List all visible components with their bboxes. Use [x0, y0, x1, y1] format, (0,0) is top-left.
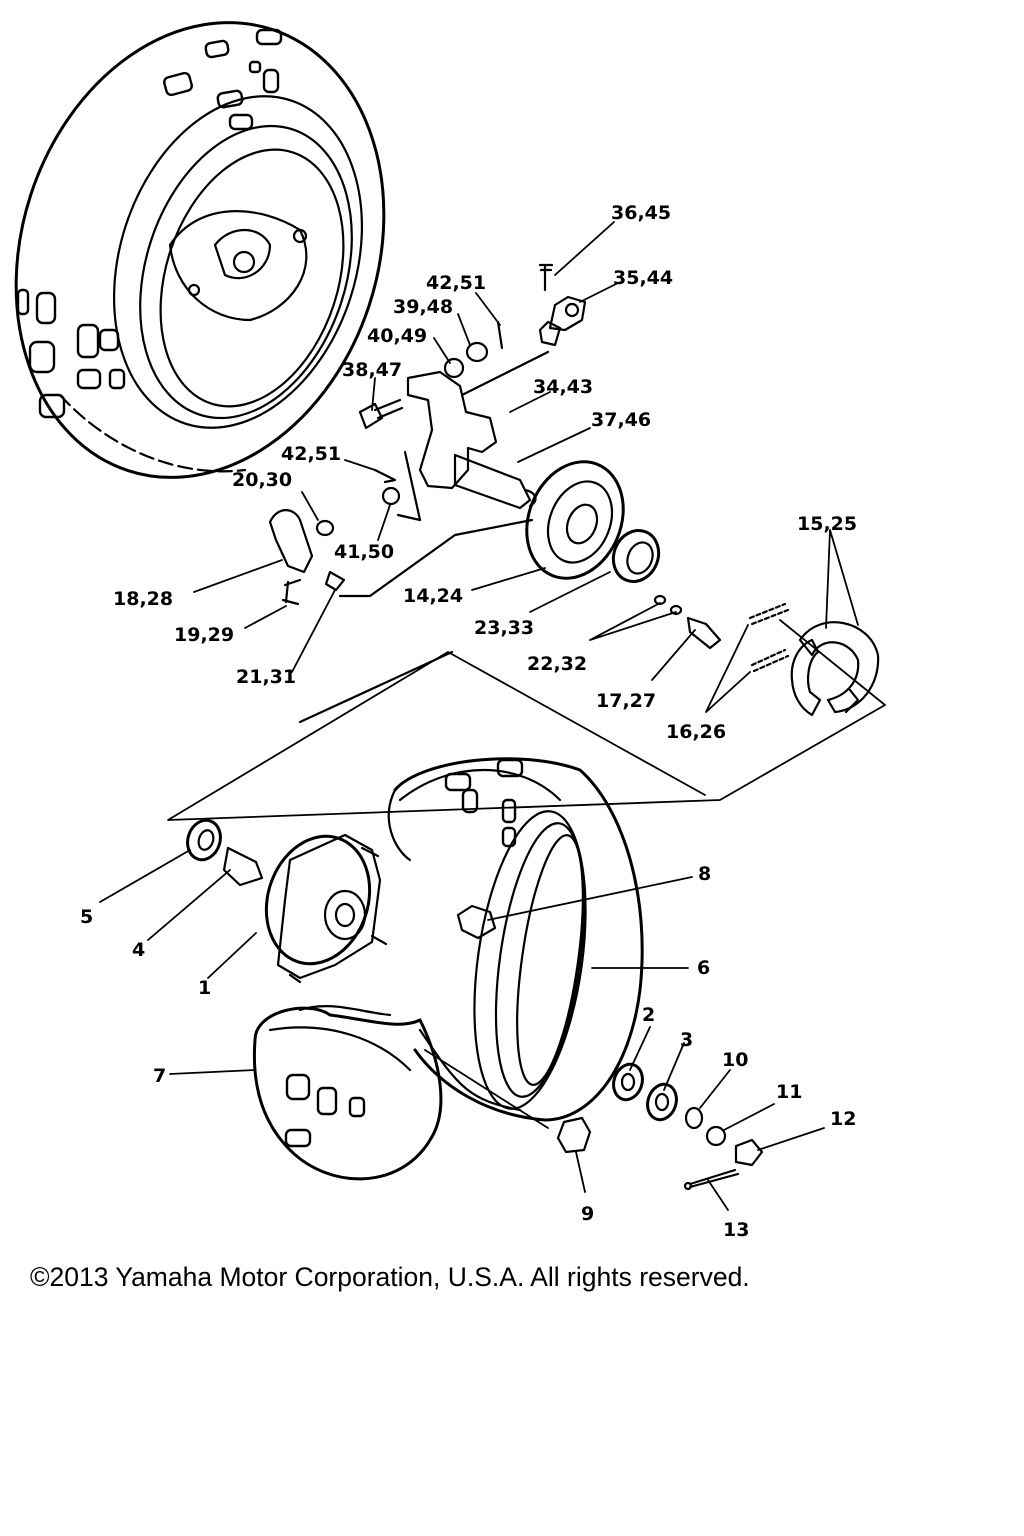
callout-17-27: 17,27	[596, 690, 656, 712]
callout-41-50: 41,50	[334, 541, 394, 563]
callout-3: 3	[680, 1029, 693, 1051]
callout-12: 12	[830, 1108, 856, 1130]
knuckle-assembly	[168, 265, 885, 820]
callout-35-44: 35,44	[613, 267, 673, 289]
callout-5: 5	[80, 906, 93, 928]
callout-36-45: 36,45	[611, 202, 671, 224]
callout-13: 13	[723, 1219, 749, 1241]
callout-8: 8	[698, 863, 711, 885]
callout-18-28: 18,28	[113, 588, 173, 610]
callout-15-25: 15,25	[797, 513, 857, 535]
callout-20-30: 20,30	[232, 469, 292, 491]
callout-37-46: 37,46	[591, 409, 651, 431]
callout-10: 10	[722, 1049, 748, 1071]
front-wheel-parts-diagram: 36,45 35,44 42,51 39,48 40,49 38,47 34,4…	[0, 0, 1024, 1241]
callout-42-51-top: 42,51	[426, 272, 486, 294]
copyright-notice: ©2013 Yamaha Motor Corporation, U.S.A. A…	[30, 1262, 750, 1292]
callout-4: 4	[132, 939, 145, 961]
assembled-wheel	[0, 0, 441, 526]
callout-9: 9	[581, 1203, 594, 1225]
callout-1: 1	[198, 977, 211, 999]
callout-21-31: 21,31	[236, 666, 296, 688]
callout-19-29: 19,29	[174, 624, 234, 646]
exploded-wheel	[183, 759, 762, 1189]
callout-40-49: 40,49	[367, 325, 427, 347]
callout-39-48: 39,48	[393, 296, 453, 318]
callout-34-43: 34,43	[533, 376, 593, 398]
callout-11: 11	[776, 1081, 802, 1103]
leader-lines	[100, 222, 858, 1210]
callout-23-33: 23,33	[474, 617, 534, 639]
callout-16-26: 16,26	[666, 721, 726, 743]
callout-6: 6	[697, 957, 710, 979]
callout-14-24: 14,24	[403, 585, 463, 607]
callout-7: 7	[153, 1065, 166, 1087]
callout-labels: 36,45 35,44 42,51 39,48 40,49 38,47 34,4…	[80, 202, 857, 1241]
callout-2: 2	[642, 1004, 655, 1026]
callout-38-47: 38,47	[342, 359, 402, 381]
callout-22-32: 22,32	[527, 653, 587, 675]
callout-42-51-mid: 42,51	[281, 443, 341, 465]
